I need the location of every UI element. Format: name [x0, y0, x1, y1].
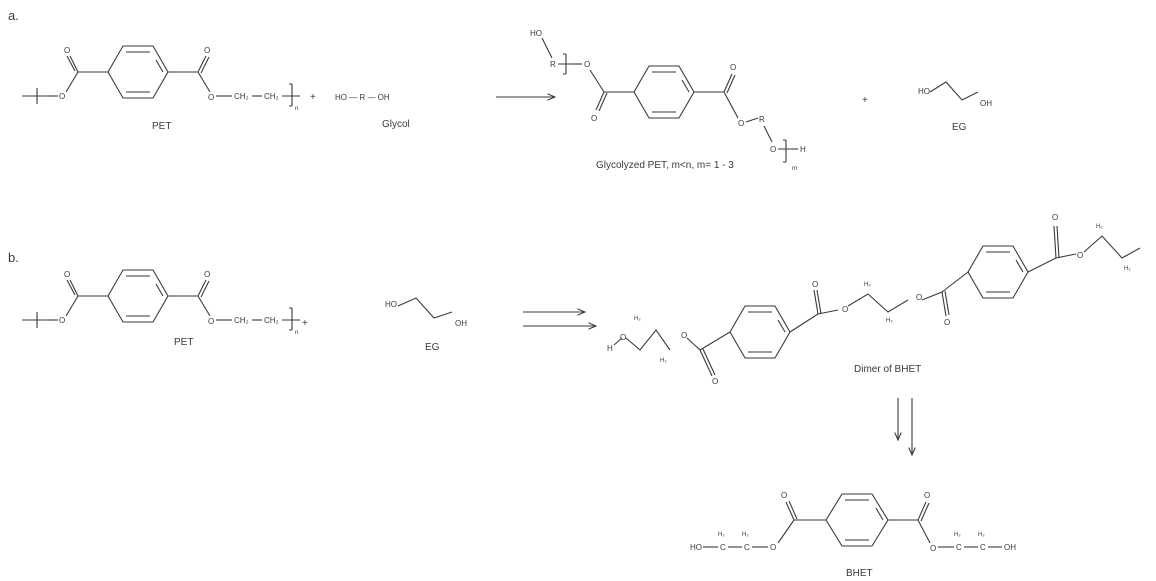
bhet-h2-3: H₂ [954, 532, 961, 538]
pet-structure-b: O O O O CH₂ CH₂ n PET [22, 269, 300, 348]
bhet-h2-1: H₂ [718, 532, 725, 538]
dimer-o3: O [842, 305, 848, 314]
dimer-o4: O [916, 293, 922, 302]
glycol-structure: HO — R — OH Glycol [335, 93, 410, 130]
hydroxyl-h-gp: HO [530, 29, 542, 38]
bhet-carbonyl-o1: O [781, 491, 787, 500]
carbonyl-oxygen-b1: O [64, 270, 70, 279]
methylene-b1: CH₂ [234, 316, 249, 325]
methylene-a2: CH₂ [264, 92, 279, 101]
panel-label-b: b. [8, 250, 19, 265]
bhet-c3: C [956, 543, 962, 552]
glycol-formula: HO — R — OH [335, 93, 390, 102]
dimer-o2: O [681, 331, 687, 340]
dimer-label: Dimer of BHET [854, 364, 921, 375]
dimer-carbonyl-o2: O [812, 280, 818, 289]
ester-oxygen-gp3: O [770, 145, 776, 154]
methylene-b2: CH₂ [264, 316, 279, 325]
dimer-h2-1: H₂ [634, 316, 641, 322]
bhet-oh: OH [1004, 543, 1016, 552]
carbonyl-oxygen-a2: O [204, 46, 210, 55]
eg-structure-a: HO OH EG [918, 81, 992, 133]
bhet-carbonyl-o2: O [924, 491, 930, 500]
repeat-n-a: n [295, 106, 298, 112]
eg-oh-a: OH [980, 99, 992, 108]
pet-label-a: PET [152, 121, 171, 132]
eg-structure-b: HO OH EG [385, 297, 467, 353]
ester-oxygen-b2: O [208, 317, 214, 326]
carbonyl-oxygen-gp1: O [591, 114, 597, 123]
eg-label-a: EG [952, 122, 967, 133]
eg-oh-b: OH [455, 319, 467, 328]
glycolyzed-pet-structure: HO R O O O O R O H m Glycolyzed PET, m<n… [530, 29, 806, 172]
methylene-a1: CH₂ [234, 92, 249, 101]
carbonyl-oxygen-a1: O [64, 46, 70, 55]
dimer-h2-5: H₂ [1096, 224, 1103, 230]
dimer-h2-3: H₂ [864, 282, 871, 288]
r-group-gp2: R [759, 115, 765, 124]
terminal-h-gp: H [800, 145, 806, 154]
ester-oxygen-gp2: O [738, 119, 744, 128]
eg-label-b: EG [425, 342, 440, 353]
dimer-carbonyl-o1: O [712, 377, 718, 386]
bhet-ho: HO [690, 543, 702, 552]
plus-a2: + [862, 95, 868, 106]
dimer-o1: O [620, 333, 626, 342]
pet-label-b: PET [174, 337, 193, 348]
bhet-label: BHET [846, 568, 873, 579]
dimer-o5: O [1077, 251, 1083, 260]
dimer-carbonyl-o3: O [944, 318, 950, 327]
eg-ho-b: HO [385, 300, 397, 309]
dimer-hydroxyl-h: H [607, 344, 613, 353]
carbonyl-oxygen-gp2: O [730, 63, 736, 72]
bhet-c1: C [720, 543, 726, 552]
panel-label-a: a. [8, 8, 19, 23]
bhet-h2-4: H₂ [978, 532, 985, 538]
pet-structure-a: O O O O CH₂ CH₂ n PET [22, 45, 300, 132]
dimer-h2-2: H₂ [660, 358, 667, 364]
ester-oxygen-b1: O [59, 316, 65, 325]
dimer-carbonyl-o4: O [1052, 213, 1058, 222]
glycolyzed-pet-label: Glycolyzed PET, m<n, m= 1 - 3 [596, 160, 734, 171]
ester-oxygen-gp1: O [584, 60, 590, 69]
bhet-c4: C [980, 543, 986, 552]
bhet-o2: O [930, 544, 936, 553]
glycol-label: Glycol [382, 119, 410, 130]
ester-oxygen-a1: O [59, 92, 65, 101]
carbonyl-oxygen-b2: O [204, 270, 210, 279]
ester-oxygen-a2: O [208, 93, 214, 102]
bhet-structure: HO C H₂ C H₂ O O O O C H₂ C H₂ OH BHET [690, 491, 1016, 579]
repeat-m-gp: m [792, 166, 797, 172]
dimer-h2-6: H₂ [1124, 266, 1131, 272]
bhet-h2-2: H₂ [742, 532, 749, 538]
r-group-gp1: R [550, 60, 556, 69]
bhet-o1: O [770, 543, 776, 552]
plus-a1: + [310, 92, 316, 103]
bhet-dimer-structure: H O H₂ H₂ O O O O H₂ H₂ O O O O H₂ H₂ [607, 213, 1141, 386]
bhet-c2: C [744, 543, 750, 552]
plus-b: + [302, 318, 308, 329]
eg-ho-a: HO [918, 87, 930, 96]
repeat-n-b: n [295, 330, 298, 336]
dimer-h2-4: H₂ [886, 318, 893, 324]
